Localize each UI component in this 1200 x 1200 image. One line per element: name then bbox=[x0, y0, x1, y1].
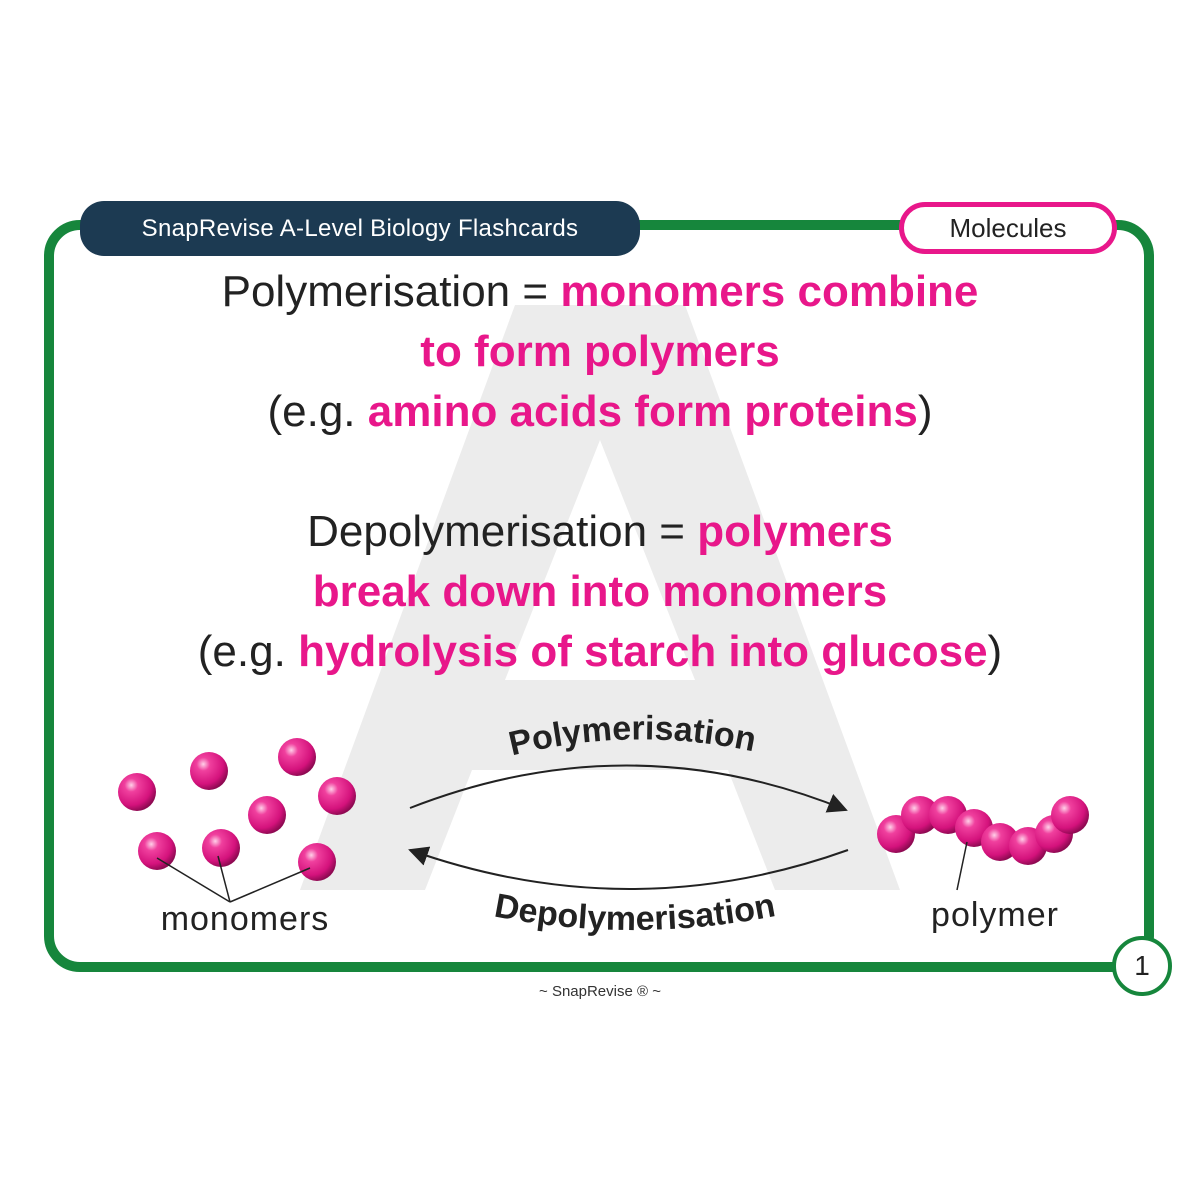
polymerisation-arrow bbox=[409, 764, 848, 813]
example-line: (e.g. hydrolysis of starch into glucose) bbox=[60, 622, 1140, 682]
definition-polymerisation: Polymerisation = monomers combine to for… bbox=[60, 262, 1140, 442]
monomer-beads bbox=[118, 738, 356, 881]
example-line: (e.g. amino acids form proteins) bbox=[60, 382, 1140, 442]
page-number-badge: 1 bbox=[1112, 936, 1172, 996]
polymer-pointer-line bbox=[956, 841, 968, 891]
footer-brand: ~ SnapRevise ® ~ bbox=[539, 983, 661, 1000]
separator: = bbox=[510, 267, 561, 316]
polymer-bead bbox=[1051, 796, 1089, 834]
polymer-chain bbox=[877, 796, 1089, 865]
monomer-bead bbox=[138, 832, 176, 870]
definition-depolymerisation: Depolymerisation = polymers break down i… bbox=[60, 502, 1140, 682]
pointer-line bbox=[217, 855, 231, 903]
depolymerisation-arrow-label: Depolymerisation bbox=[492, 886, 778, 938]
example-open: (e.g. bbox=[267, 387, 368, 436]
definition-line: to form polymers bbox=[60, 322, 1140, 382]
polymer-bead bbox=[981, 823, 1019, 861]
example-close: ) bbox=[987, 627, 1003, 676]
depolymerisation-arrow bbox=[408, 846, 849, 890]
pointer-line bbox=[156, 857, 231, 903]
monomer-bead bbox=[248, 796, 286, 834]
separator: = bbox=[647, 507, 698, 556]
definition-text: monomers combine bbox=[560, 267, 979, 316]
polymer-label: polymer bbox=[931, 896, 1059, 934]
definition-line: break down into monomers bbox=[60, 562, 1140, 622]
monomer-bead bbox=[278, 738, 316, 776]
definition-line: Depolymerisation = polymers bbox=[60, 502, 1140, 562]
example-text: hydrolysis of starch into glucose bbox=[298, 627, 988, 676]
monomer-pointer-lines bbox=[156, 855, 311, 903]
watermark-letter-shape bbox=[300, 305, 900, 890]
term: Depolymerisation bbox=[307, 507, 648, 556]
definition-text: polymers bbox=[697, 507, 893, 556]
monomer-bead bbox=[298, 843, 336, 881]
polymer-bead bbox=[901, 796, 939, 834]
definition-text: break down into monomers bbox=[312, 567, 888, 616]
term: Polymerisation bbox=[221, 267, 511, 316]
polymerisation-arrow-label: Polymerisation bbox=[505, 709, 759, 763]
monomer-bead bbox=[318, 777, 356, 815]
monomer-bead bbox=[190, 752, 228, 790]
definition-text: to form polymers bbox=[420, 327, 780, 376]
deck-title: SnapRevise A-Level Biology Flashcards bbox=[80, 201, 640, 256]
definition-line: Polymerisation = monomers combine bbox=[60, 262, 1140, 322]
pointer-line bbox=[229, 867, 311, 903]
example-text: amino acids form proteins bbox=[367, 387, 918, 436]
example-close: ) bbox=[917, 387, 933, 436]
monomer-bead bbox=[118, 773, 156, 811]
monomer-bead bbox=[202, 829, 240, 867]
topic-badge: Molecules bbox=[899, 202, 1117, 254]
example-open: (e.g. bbox=[197, 627, 299, 676]
monomers-label: monomers bbox=[161, 900, 330, 938]
